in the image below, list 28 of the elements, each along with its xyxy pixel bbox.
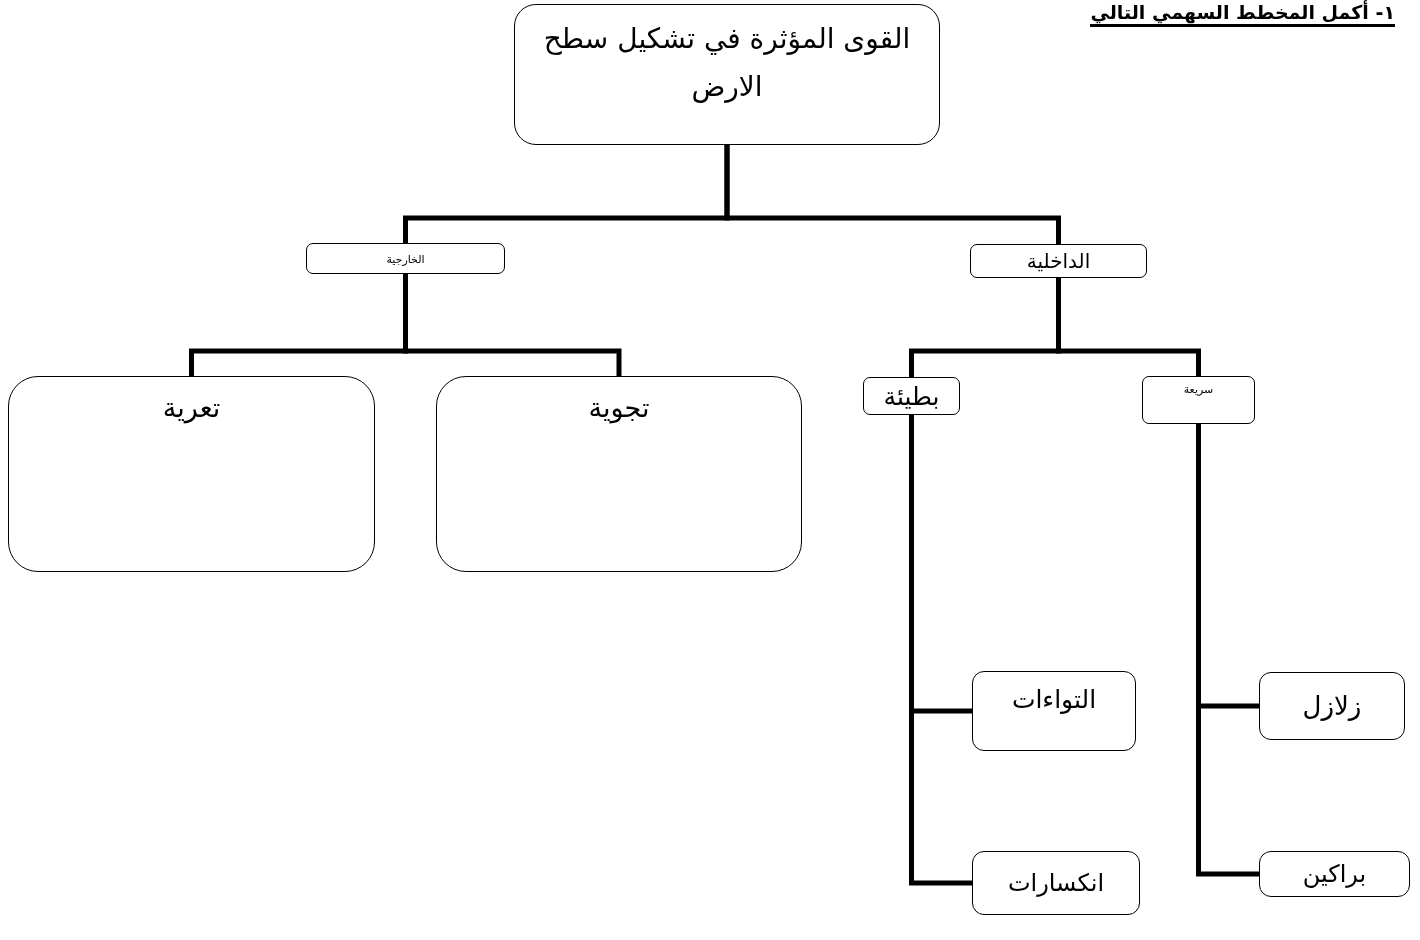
text-box: [436, 376, 802, 572]
connector-line: [909, 415, 972, 886]
box-label: تعرية: [161, 391, 222, 426]
text-box: [1259, 851, 1410, 897]
text-box: [972, 671, 1136, 751]
box-label: براكين: [1301, 858, 1368, 890]
box-label: الخارجية: [385, 251, 426, 268]
box-label: تجوية: [587, 391, 651, 426]
text-box: [1259, 672, 1405, 740]
text-box: [972, 851, 1140, 915]
box-label: سريعة: [1182, 382, 1215, 398]
connector-line: [403, 274, 622, 376]
box-label: التواءات: [1010, 684, 1098, 716]
text-box: [514, 4, 940, 145]
text-box: [863, 377, 960, 415]
text-box: [970, 244, 1147, 278]
box-label: الداخلية: [1025, 248, 1092, 275]
connector-line: [1196, 424, 1259, 877]
text-box: [8, 376, 375, 572]
connector-line: [1056, 278, 1201, 376]
text-box: [1142, 376, 1255, 424]
box-label: القوى المؤثرة في تشكيل سطح الارض: [542, 21, 912, 105]
box-label: زلازل: [1301, 690, 1363, 723]
connector-line: [724, 145, 1061, 244]
box-label: بطيئة: [882, 380, 941, 413]
box-label: انكسارات: [1006, 867, 1106, 899]
heading: ١- أكمل المخطط السهمي التالي: [1090, 0, 1395, 27]
text-box: [306, 243, 505, 274]
